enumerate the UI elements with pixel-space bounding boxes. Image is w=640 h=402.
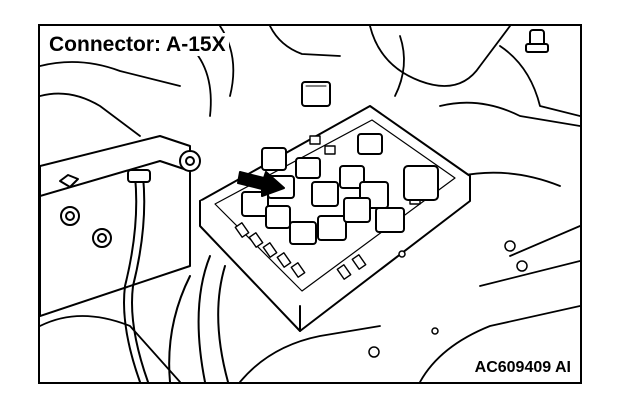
- relay: [301, 81, 331, 107]
- filler-cap-icon: [525, 29, 549, 53]
- relays: [241, 81, 439, 245]
- engine-bay-illustration: [40, 26, 580, 382]
- arrow-icon: [237, 171, 285, 197]
- relay: [375, 207, 405, 233]
- engine-bay-background: [40, 26, 580, 382]
- battery-terminal-icon: [59, 174, 112, 248]
- relay: [403, 165, 439, 201]
- battery-cable: [123, 169, 151, 382]
- relay: [317, 215, 347, 241]
- relay: [289, 221, 317, 245]
- cable-clamp-icon: [179, 150, 201, 172]
- diagram-frame: Connector: A-15X AC609409 AI: [38, 24, 582, 384]
- relay: [265, 205, 291, 229]
- connector-title: Connector: A-15X: [46, 33, 229, 56]
- battery-icon: [40, 135, 191, 317]
- relay: [295, 157, 321, 179]
- figure-code: AC609409 AI: [471, 359, 574, 377]
- bolt-icons: [368, 240, 528, 358]
- wiring-harness: [168, 255, 229, 382]
- relay: [311, 181, 339, 207]
- relay: [343, 197, 371, 223]
- relay: [261, 147, 287, 171]
- relay: [339, 165, 365, 189]
- relay: [357, 133, 383, 155]
- relay: [241, 191, 269, 217]
